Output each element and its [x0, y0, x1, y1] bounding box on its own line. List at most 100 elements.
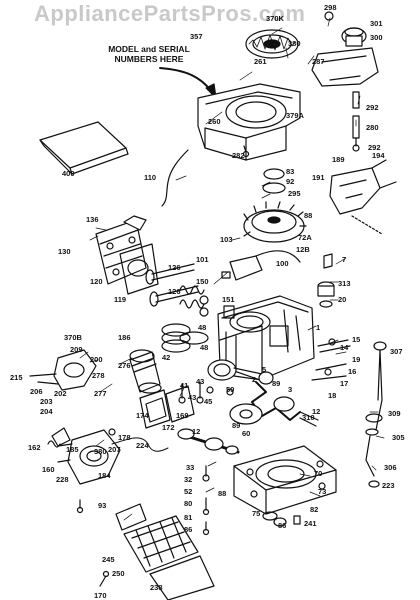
- part-label: 203: [40, 397, 53, 406]
- part-label: 12: [312, 407, 320, 416]
- part-label: 151: [222, 295, 235, 304]
- part-label: 73: [318, 487, 326, 496]
- part-label: 48: [200, 343, 208, 352]
- piston: [129, 349, 162, 394]
- part-label: 191: [312, 173, 325, 182]
- part-label: 250: [112, 569, 125, 578]
- part-label: 80: [184, 499, 192, 508]
- part-label: 307: [390, 347, 403, 356]
- part-label: 83: [286, 167, 294, 176]
- part-label: 20: [338, 295, 346, 304]
- recoil-starter: [245, 29, 299, 59]
- part-label: 209: [70, 345, 83, 354]
- part-label: 126: [168, 263, 181, 272]
- part-label: 260: [208, 117, 221, 126]
- carton: [39, 121, 129, 175]
- part-label: 86: [278, 521, 286, 530]
- flywheel: [243, 168, 307, 243]
- callout-line-1: MODEL and SERIAL: [108, 44, 190, 54]
- part-label: 280: [366, 123, 379, 132]
- part-label: 160: [42, 465, 55, 474]
- part-label: 33: [186, 463, 194, 472]
- exhaust-assembly: [115, 503, 215, 600]
- throttle-link: [111, 437, 169, 452]
- valve-springs: [179, 285, 209, 317]
- part-label: 50: [226, 385, 234, 394]
- part-label: 81: [184, 513, 192, 522]
- part-label: 370B: [64, 333, 83, 342]
- crankshaft: [229, 381, 319, 427]
- intake-gaskets: [139, 385, 195, 429]
- part-label: 170: [94, 591, 107, 600]
- part-label: 207: [108, 445, 121, 454]
- part-label: 276: [118, 361, 131, 370]
- part-label: 174: [136, 411, 149, 420]
- dipstick-tube: [365, 341, 387, 488]
- part-label: 310: [302, 413, 315, 422]
- watermark: AppliancePartsPros.com: [34, 1, 306, 26]
- leader-lines: [79, 17, 385, 521]
- part-label: 202: [54, 389, 67, 398]
- part-label: 186: [118, 333, 131, 342]
- part-label: 52: [184, 487, 192, 496]
- part-label: 313: [338, 279, 351, 288]
- part-label: 287: [312, 57, 325, 66]
- part-label: 298: [324, 3, 337, 12]
- part-label: 306: [384, 463, 397, 472]
- part-label: 86: [184, 525, 192, 534]
- part-label: 169: [176, 411, 189, 420]
- part-label: 14: [340, 343, 349, 352]
- ignition-module: [221, 250, 301, 281]
- part-label: 295: [288, 189, 301, 198]
- carburetor: [29, 349, 97, 391]
- part-label: 12B: [296, 245, 310, 254]
- part-label: 18: [328, 391, 336, 400]
- part-label: 223: [382, 481, 395, 490]
- muffler: [311, 11, 379, 87]
- part-label: 120: [90, 277, 103, 286]
- part-label: 93: [98, 501, 106, 510]
- part-label: 3: [288, 385, 292, 394]
- part-label: 309: [388, 409, 401, 418]
- part-label: 215: [10, 373, 23, 382]
- part-label: 379A: [286, 111, 305, 120]
- part-label: 130: [58, 247, 71, 256]
- part-label: 150: [196, 277, 209, 286]
- part-label: 172: [162, 423, 175, 432]
- oil-fill: [317, 253, 335, 308]
- part-label: 189: [332, 155, 345, 164]
- part-label: 194: [372, 151, 385, 160]
- camshaft: [177, 428, 240, 455]
- part-label: 41: [180, 381, 188, 390]
- part-label: 19: [352, 355, 360, 364]
- part-label: 136: [86, 215, 99, 224]
- part-label: 100: [276, 259, 289, 268]
- callout-arrow: [159, 67, 213, 93]
- part-label: 200: [90, 355, 103, 364]
- part-label: 88: [218, 489, 226, 498]
- part-label: 380: [94, 447, 107, 456]
- part-label: 261: [254, 57, 267, 66]
- choke-parts: [47, 428, 116, 448]
- part-label: 400: [62, 169, 75, 178]
- part-label: 184: [98, 471, 111, 480]
- throttle-bracket: [329, 159, 397, 235]
- oil-seals: [262, 511, 301, 527]
- connecting-rod: [206, 359, 274, 396]
- part-label: 206: [30, 387, 43, 396]
- part-label: 17: [340, 379, 348, 388]
- part-label: 45: [204, 397, 212, 406]
- part-label: 245: [102, 555, 115, 564]
- air-filter-housing: [51, 427, 121, 485]
- model-serial-callout: MODEL and SERIAL NUMBERS HERE: [94, 44, 204, 64]
- rod-bolts: [178, 381, 204, 404]
- part-label: 42: [162, 353, 170, 362]
- part-label: 292: [366, 103, 379, 112]
- part-label: 15: [352, 335, 360, 344]
- part-label: 60: [242, 429, 250, 438]
- part-label: 241: [304, 519, 317, 528]
- part-label: 278: [92, 371, 105, 380]
- part-label: 7: [342, 255, 346, 264]
- part-label: 292: [368, 143, 381, 152]
